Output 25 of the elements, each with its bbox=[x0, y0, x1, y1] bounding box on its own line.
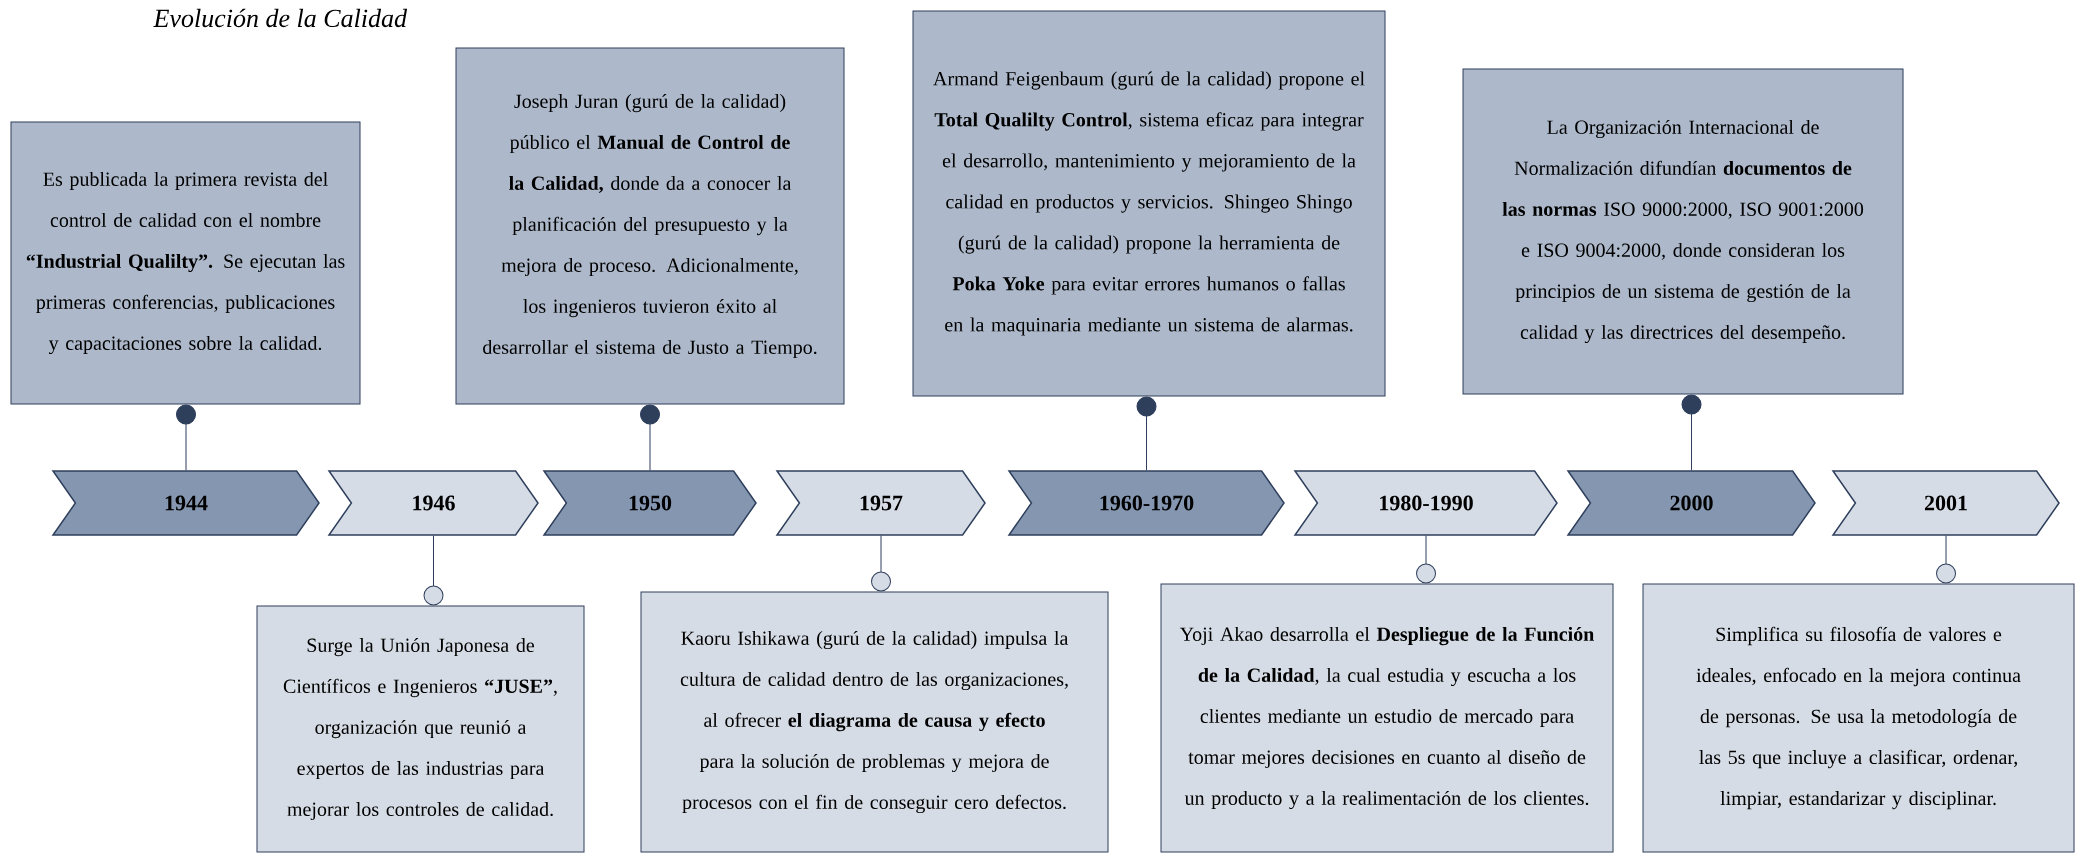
year-box: 1980-1990 bbox=[1293, 470, 1558, 536]
pin-connector bbox=[1416, 535, 1436, 584]
event-box: Joseph Juran (gurú de la calidad) público el Manual de Control de la Calidad, donde da a conocer la planificación del presupuesto y la mejora de proceso. Adicionalmente, los ingenieros tuvieron éxito al desarrollar el sistema de Justo a Tiempo. bbox=[455, 47, 845, 405]
event-box: Armand Feigenbaum (gurú de la calidad) propone el Total Qualilty Control, sistema eficaz para integrar el desarrollo, mantenimiento y mejoramiento de la calidad en productos y servicios. Shingeo Shingo (gurú de la calidad) propone la herramienta de Poka Yoke para evitar errores humanos o fallas en la maquinaria mediante un sistema de alarmas. bbox=[912, 10, 1386, 397]
pin-connector bbox=[1936, 535, 1956, 584]
year-box: 2000 bbox=[1566, 470, 1816, 536]
year-box: 1946 bbox=[327, 470, 539, 536]
pin-connector bbox=[176, 404, 196, 471]
pin-connector bbox=[871, 535, 891, 592]
year-box: 2001 bbox=[1831, 470, 2060, 536]
event-box: Kaoru Ishikawa (gurú de la calidad) impulsa la cultura de calidad dentro de las organizaciones, al ofrecer el diagrama de causa y efecto para la solución de problemas y mejora de procesos con el fin de conseguir cero defectos. bbox=[640, 591, 1109, 853]
pin-connector bbox=[1136, 396, 1157, 471]
year-box: 1957 bbox=[775, 470, 986, 536]
title: Evolución de la Calidad bbox=[153, 8, 408, 28]
pin-connector bbox=[1681, 394, 1702, 471]
event-box: La Organización Internacional de Normalización difundían documentos de las normas ISO 9000:2000, ISO 9001:2000 e ISO 9004:2000, donde consideran los principios de un sistema de gestión de la calidad y las directrices del desempeño. bbox=[1462, 68, 1904, 395]
pin-connector bbox=[640, 404, 660, 471]
pin-connector bbox=[423, 535, 444, 606]
event-box: Es publicada la primera revista del control de calidad con el nombre “Industrial Qualilty”. Se ejecutan las primeras conferencias, publicaciones y capacitaciones sobre la calidad. bbox=[10, 121, 361, 405]
year-box: 1960-1970 bbox=[1007, 470, 1285, 536]
event-box: Simplifica su filosofía de valores e ideales, enfocado en la mejora continua de personas. Se usa la metodología de las 5s que incluye a clasificar, ordenar, limpiar, estandarizar y disciplinar. bbox=[1642, 583, 2075, 853]
event-box: Yoji Akao desarrolla el Despliegue de la Función de la Calidad, la cual estudia y escucha a los clientes mediante un estudio de mercado para tomar mejores decisiones en cuanto al diseño de un producto y a la realimentación de los clientes. bbox=[1160, 583, 1614, 853]
year-box: 1950 bbox=[542, 470, 757, 536]
event-box: Surge la Unión Japonesa de Científicos e Ingenieros “JUSE”, organización que reunió a expertos de las industrias para mejorar los controles de calidad. bbox=[256, 605, 585, 853]
year-box: 1944 bbox=[51, 470, 320, 536]
